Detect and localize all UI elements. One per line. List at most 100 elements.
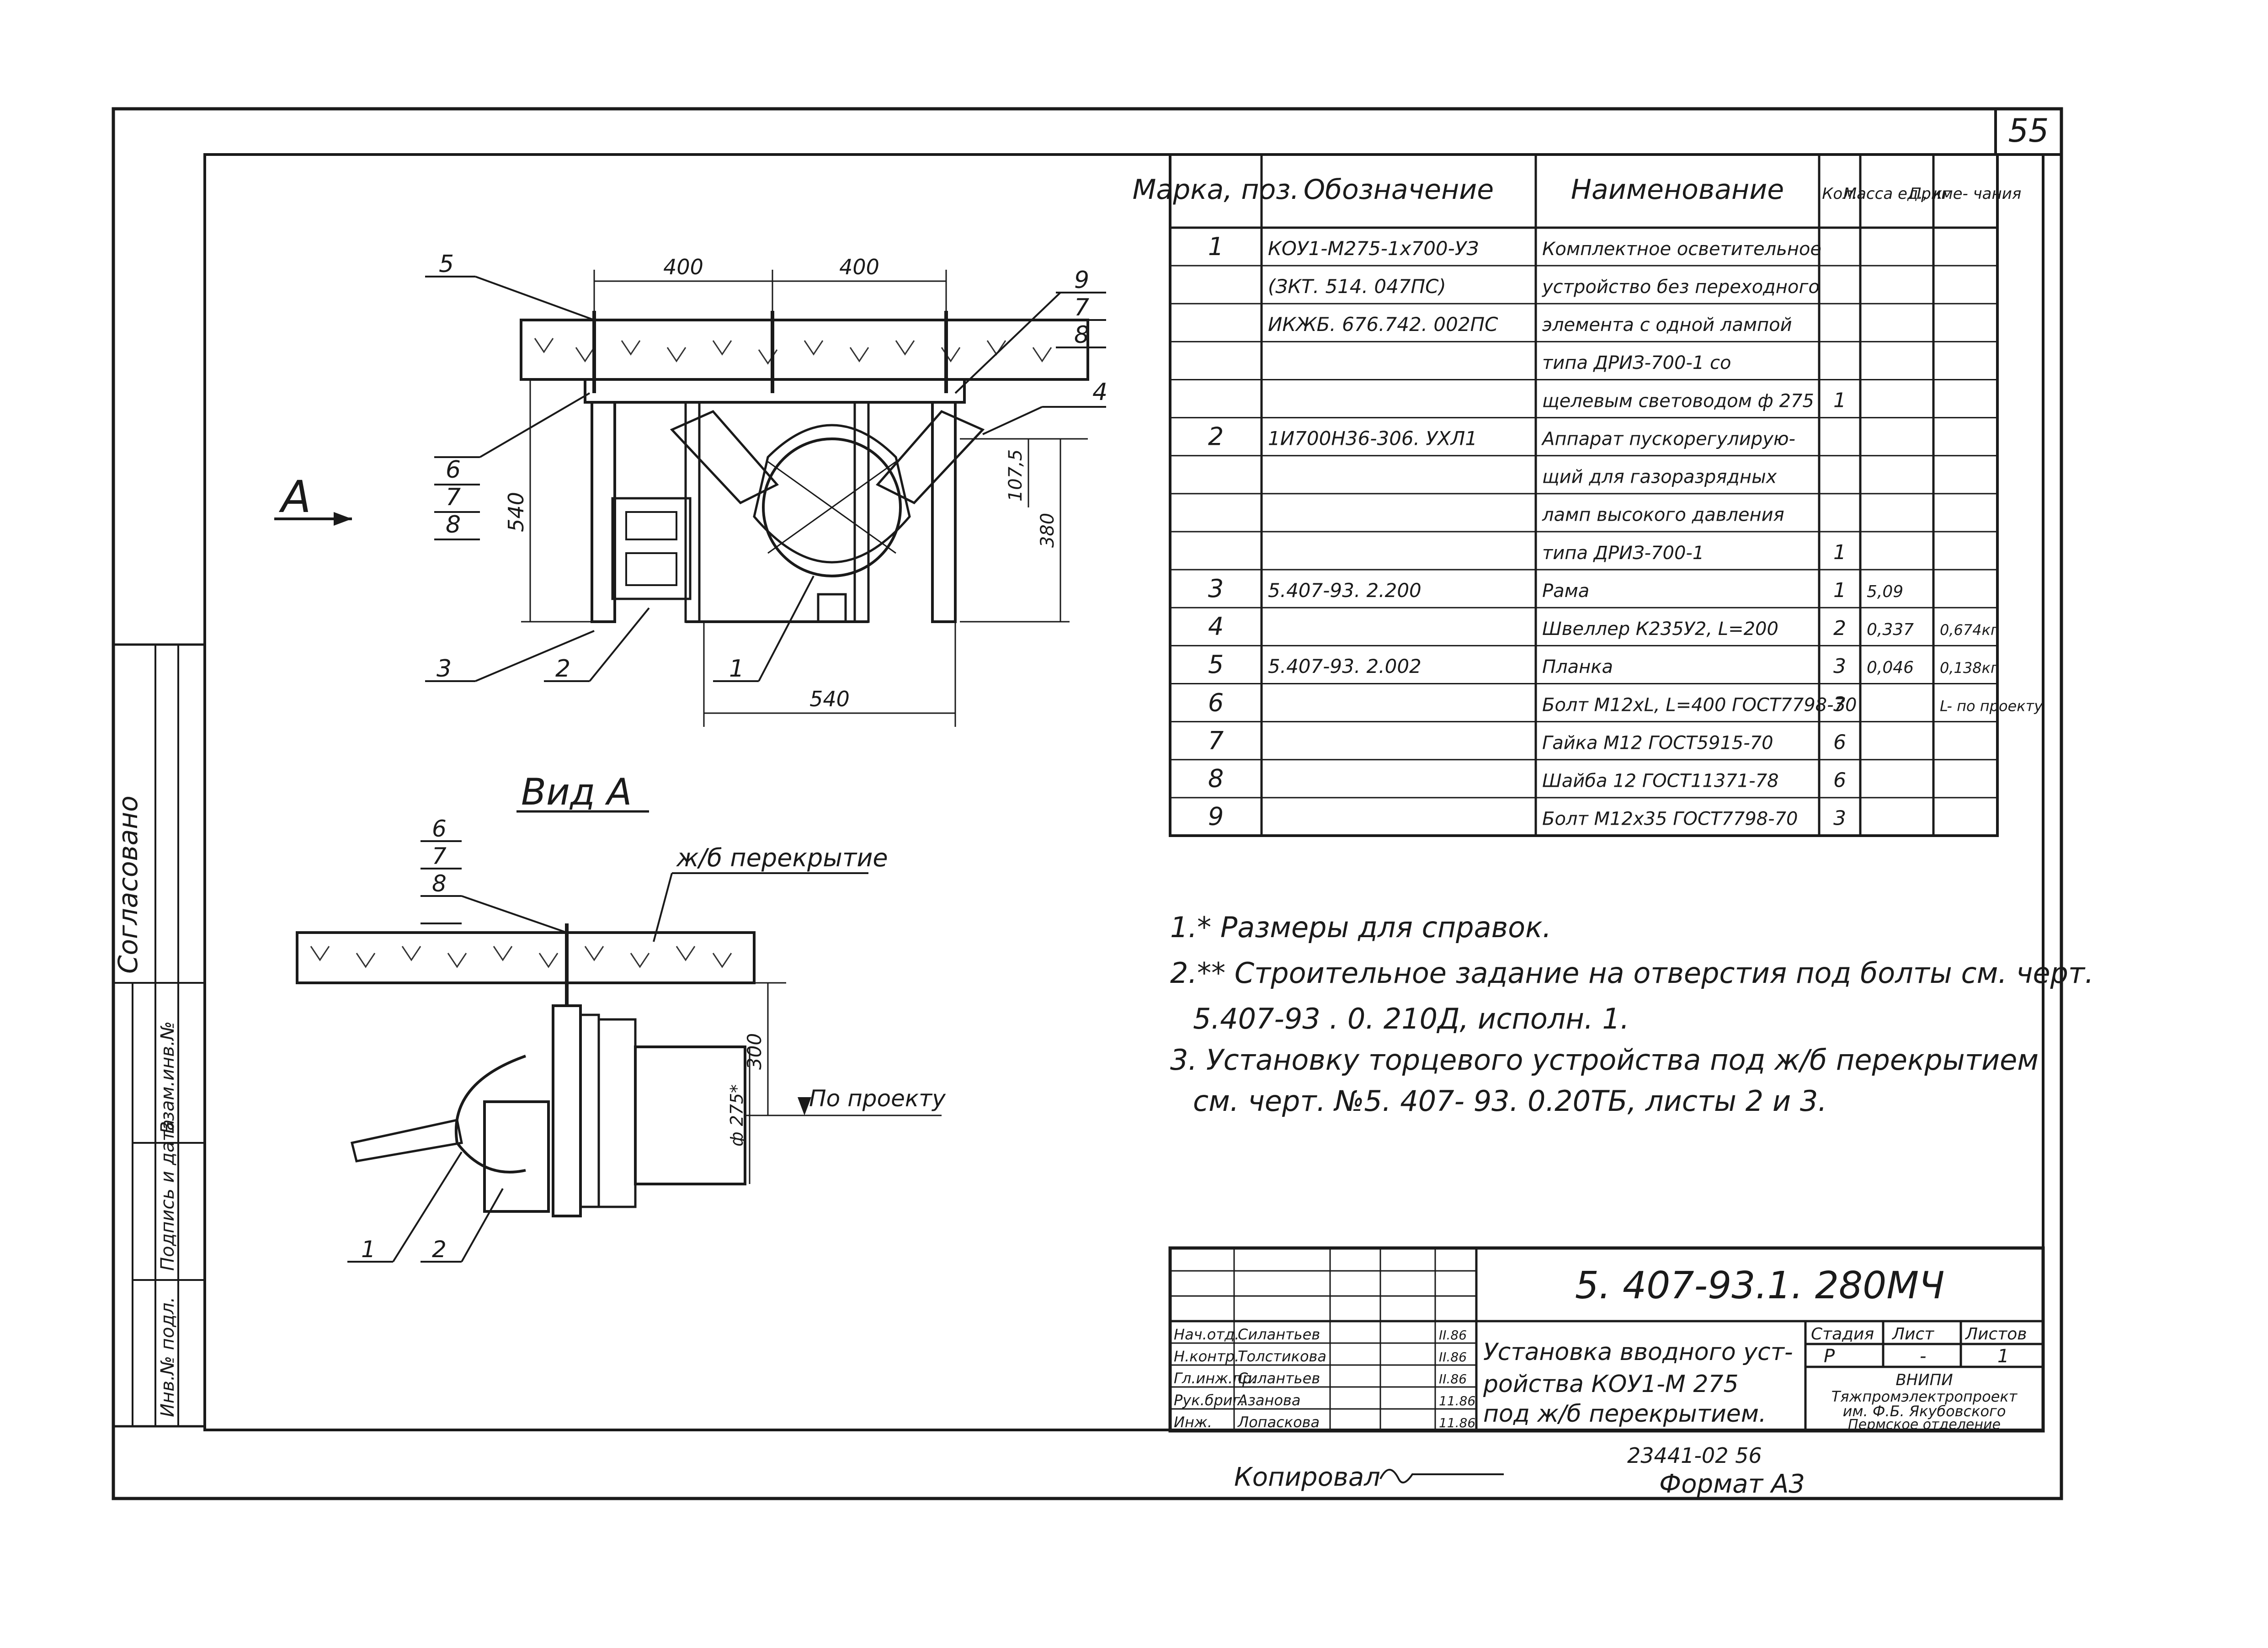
ballast-unit — [611, 497, 692, 600]
side-stamp: Согласовано Инв.№ подл. Подпись и дата В… — [112, 643, 206, 1428]
signer-date: II.86 — [1439, 1371, 1467, 1387]
spec-cell: 8 — [1208, 764, 1224, 793]
signer-name: Толстикова — [1238, 1348, 1326, 1365]
spec-cell: 6 — [1833, 731, 1846, 754]
spec-cell: Болт М12хL, L=400 ГОСТ7798-70 — [1542, 694, 1857, 715]
callout-9: 9 — [1074, 267, 1089, 294]
view-a-ballast — [483, 1100, 550, 1213]
signer-date: II.86 — [1439, 1349, 1467, 1365]
stage-label: Стадия — [1811, 1325, 1874, 1344]
spec-cell: Комплектное осветительное — [1542, 239, 1821, 260]
sheets-value: 1 — [1997, 1346, 2009, 1367]
spec-cell: 1 — [1833, 579, 1846, 602]
signer-name: Силантьев — [1238, 1370, 1320, 1387]
spec-cell: типа ДРИЗ-700-1 — [1542, 543, 1704, 564]
view-callout-6: 6 — [432, 816, 447, 842]
spec-cell: 1 — [1833, 541, 1846, 564]
ceiling-slab — [520, 319, 1089, 381]
stage-value: Р — [1824, 1346, 1835, 1367]
sheet-label: Лист — [1891, 1325, 1934, 1344]
dim-300: 300 — [743, 1033, 766, 1070]
spec-cell: 5 — [1208, 650, 1224, 679]
spec-cell: 6 — [1833, 769, 1846, 792]
signer-date: II.86 — [1439, 1328, 1467, 1343]
callout-8-right: 8 — [1074, 321, 1089, 349]
signer-date: 11.86 — [1439, 1393, 1475, 1408]
spec-header-cell: Масса ед., кг — [1843, 185, 1951, 203]
view-callout-7: 7 — [432, 843, 447, 869]
copied-by: Копировал — [1234, 1462, 1380, 1492]
spec-cell: элемента с одной лампой — [1542, 315, 1792, 336]
callout-7-right: 7 — [1074, 294, 1089, 321]
note-1: 1.* Размеры для справок. — [1170, 911, 1551, 944]
callout-1: 1 — [729, 655, 744, 683]
plan-view: 400 400 540 107,5 380 540 А 5 6 7 8 9 7 … — [274, 251, 1107, 727]
spec-header-cell: Марка, поз. — [1133, 174, 1299, 206]
signer-name: Лопаскова — [1237, 1413, 1320, 1431]
section-marker-a: А — [278, 471, 311, 523]
dim-400-right: 400 — [839, 255, 879, 279]
note-2: 2.** Строительное задание на отверстия п… — [1170, 956, 2094, 990]
spec-cell: ИКЖБ. 676.742. 002ПС — [1268, 313, 1498, 336]
org-line-4: Пермское отделение — [1848, 1417, 2001, 1433]
spec-cell: Рама — [1542, 581, 1589, 602]
signer-date: 11.86 — [1439, 1415, 1475, 1430]
spec-header-cell: Наименование — [1571, 174, 1784, 206]
spec-cell: ламп высокого давления — [1542, 505, 1784, 526]
by-project-label: По проекту — [809, 1085, 946, 1112]
org-line-3: им. Ф.Б. Якубовского — [1843, 1403, 2006, 1420]
callout-4: 4 — [1092, 379, 1107, 406]
spec-cell: Планка — [1542, 656, 1613, 677]
spec-cell: 3 — [1833, 807, 1846, 830]
spec-cell: устройство без переходного — [1542, 277, 1820, 298]
dim-540-horizontal: 540 — [809, 687, 850, 711]
spec-header-cell: Обозначение — [1304, 174, 1494, 206]
signer-name: Азанова — [1237, 1392, 1300, 1409]
signer-role: Инж. — [1174, 1413, 1212, 1431]
view-callout-2: 2 — [432, 1236, 447, 1263]
title-block: 5. 407-93.1. 280МЧ Установка вводного ус… — [1168, 1246, 2045, 1433]
spec-cell: 7 — [1208, 726, 1224, 755]
dim-107-5: 107,5 — [1005, 449, 1026, 502]
view-callout-8: 8 — [432, 870, 447, 897]
spec-cell: 3 — [1208, 574, 1224, 603]
side-stamp-col-3: Взам.инв.№ — [157, 1021, 178, 1134]
dim-380: 380 — [1037, 513, 1058, 548]
view-a-lamp-dome — [454, 1055, 526, 1173]
spec-cell: типа ДРИЗ-700-1 со — [1542, 352, 1731, 373]
sheets-label: Листов — [1965, 1325, 2027, 1344]
org-line-2: Тяжпромэлектропроект — [1831, 1388, 2018, 1405]
signer-role: Нач.отд. — [1174, 1326, 1239, 1343]
note-3-cont: см. черт. №5. 407- 93. 0.20ТБ, листы 2 и… — [1193, 1084, 1827, 1118]
signer-role: Н.контр. — [1174, 1348, 1239, 1365]
spec-cell: L- по проекту — [1940, 697, 2043, 715]
title-line-1: Установка вводного уст- — [1483, 1339, 1793, 1366]
spec-cell: 4 — [1208, 612, 1224, 641]
spec-cell: 0,046 — [1867, 658, 1914, 677]
callout-5: 5 — [439, 251, 454, 278]
spec-cell: 3 — [1833, 693, 1846, 716]
spec-cell: КОУ1-М275-1х700-УЗ — [1268, 237, 1479, 260]
callout-3: 3 — [437, 655, 452, 683]
spec-cell: 5.407-93. 2.200 — [1268, 579, 1421, 602]
spec-cell: 6 — [1208, 688, 1224, 717]
view-a-label: Вид А — [521, 771, 632, 813]
spec-cell: 1 — [1208, 232, 1224, 261]
lamp-body — [762, 437, 902, 577]
spec-cell: Аппарат пускорегулирую- — [1541, 428, 1795, 449]
ceiling-label: ж/б перекрытие — [676, 843, 888, 872]
spec-cell: 1И700Н36-306. УХЛ1 — [1268, 427, 1477, 449]
spec-cell: 5,09 — [1867, 582, 1903, 601]
stamp-soglasovano: Согласовано — [112, 795, 144, 974]
frame-plate — [584, 378, 966, 404]
spec-cell: 0,138кг — [1940, 659, 1998, 677]
sheet-value: - — [1920, 1346, 1926, 1367]
view-a-ceiling-slab — [296, 931, 756, 984]
spec-cell: (ЗКТ. 514. 047ПС) — [1268, 275, 1446, 298]
dim-540-vertical: 540 — [504, 492, 528, 532]
format-label: Формат А3 — [1659, 1469, 1805, 1499]
spec-cell: 0,674кг — [1940, 621, 1998, 639]
spec-cell: 1 — [1833, 389, 1846, 412]
spec-cell: 0,337 — [1867, 620, 1914, 639]
